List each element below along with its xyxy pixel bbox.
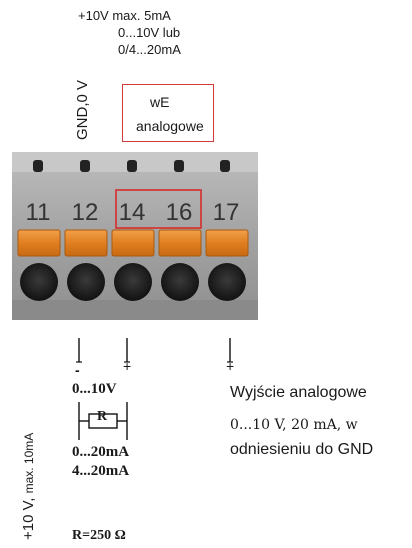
release-slots <box>33 160 230 172</box>
supply-note-line1: +10V max. 5mA <box>78 8 171 23</box>
analog-inputs-box <box>122 84 214 142</box>
supply-label: +10 V, max. 10mA <box>20 433 37 540</box>
resistor-value: R=250 Ω <box>72 528 126 543</box>
supply-label-small: max. 10mA <box>22 432 36 494</box>
voltage-range-label: 0...10V <box>72 381 117 397</box>
minus-sign: - <box>75 362 80 378</box>
orange-levers <box>17 229 249 257</box>
wiring-lines <box>78 338 231 440</box>
terminal-number-12: 12 <box>72 199 99 226</box>
terminal-number-11: 11 <box>26 199 51 226</box>
wire-holes <box>20 263 246 301</box>
current-range-2: 4...20mA <box>72 463 130 479</box>
analog-output-title: Wyjście analogowe <box>230 384 367 401</box>
terminal-number-16: 16 <box>166 199 193 226</box>
analog-output-line3: odniesieniu do GND <box>230 441 374 458</box>
plus-sign-input: + <box>123 358 132 374</box>
analog-output-line2: 0...10 V, 20 mA, w <box>230 417 358 433</box>
highlight-14-16 <box>115 189 202 229</box>
analog-inputs-line2: analogowe <box>136 118 204 134</box>
supply-note-line2: 0...10V lub <box>118 25 181 40</box>
analog-inputs-line1: wE <box>150 94 170 110</box>
current-range-1: 0...20mA <box>72 444 130 460</box>
plus-sign-output: + <box>226 358 235 374</box>
terminal-number-17: 17 <box>213 199 240 226</box>
terminal-number-14: 14 <box>119 199 146 226</box>
supply-label-main: +10 V, <box>20 493 37 540</box>
resistor-letter: R <box>97 409 108 424</box>
supply-note-line3: 0/4...20mA <box>118 42 181 57</box>
